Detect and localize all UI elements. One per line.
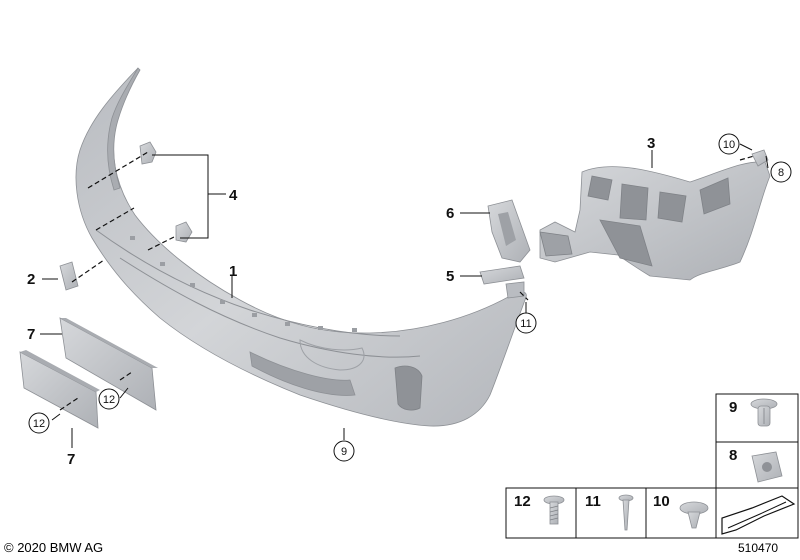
bracket-lower bbox=[175, 221, 193, 243]
screw-icon bbox=[543, 495, 565, 525]
callout-6: 6 bbox=[446, 205, 454, 222]
callout-8-circle: 8 bbox=[770, 161, 792, 183]
copyright-notice: © 2020 BMW AG bbox=[4, 540, 104, 555]
callout-1: 1 bbox=[229, 263, 237, 280]
rivet-icon bbox=[679, 501, 709, 529]
drawing-number: 510470 bbox=[738, 541, 779, 555]
callout-8: 8 bbox=[778, 167, 784, 179]
holder-part bbox=[487, 199, 531, 263]
fastener-legend: 9 8 12 11 10 bbox=[505, 393, 799, 539]
callout-12-right: 12 bbox=[103, 394, 115, 406]
long-screw-icon bbox=[618, 494, 634, 531]
callout-10-circle: 10 bbox=[718, 133, 740, 155]
callout-7-lower: 7 bbox=[67, 451, 75, 468]
bracket-upper bbox=[139, 141, 157, 165]
callout-12-left: 12 bbox=[33, 418, 45, 430]
legend-label-8: 8 bbox=[729, 447, 737, 464]
callout-11: 11 bbox=[520, 318, 531, 330]
carrier-bracket bbox=[539, 161, 771, 281]
legend-label-9: 9 bbox=[729, 399, 737, 416]
bumper-trim-panel bbox=[75, 67, 527, 427]
legend-label-11: 11 bbox=[585, 493, 601, 510]
callout-12-left-circle: 12 bbox=[28, 412, 50, 434]
license-plate-base-upper bbox=[59, 317, 158, 411]
callout-4: 4 bbox=[229, 187, 238, 204]
callout-3: 3 bbox=[647, 135, 655, 152]
callout-11-circle: 11 bbox=[515, 312, 537, 334]
legend-label-10: 10 bbox=[653, 493, 670, 510]
cover-part bbox=[59, 261, 79, 291]
callout-9: 9 bbox=[341, 446, 347, 458]
license-plate-base-lower bbox=[19, 350, 100, 429]
callout-2: 2 bbox=[27, 271, 35, 288]
front-direction-arrow-icon bbox=[721, 495, 796, 535]
clip-nut-icon bbox=[751, 451, 783, 483]
expanding-rivet-icon bbox=[750, 398, 778, 427]
callout-7-upper: 7 bbox=[27, 326, 35, 343]
clip-strip bbox=[479, 265, 525, 299]
callout-5: 5 bbox=[446, 268, 454, 285]
callout-10: 10 bbox=[723, 139, 735, 151]
legend-label-12: 12 bbox=[514, 493, 531, 510]
callout-9-circle: 9 bbox=[333, 440, 355, 462]
callout-12-right-circle: 12 bbox=[98, 388, 120, 410]
nut-part bbox=[751, 149, 769, 167]
